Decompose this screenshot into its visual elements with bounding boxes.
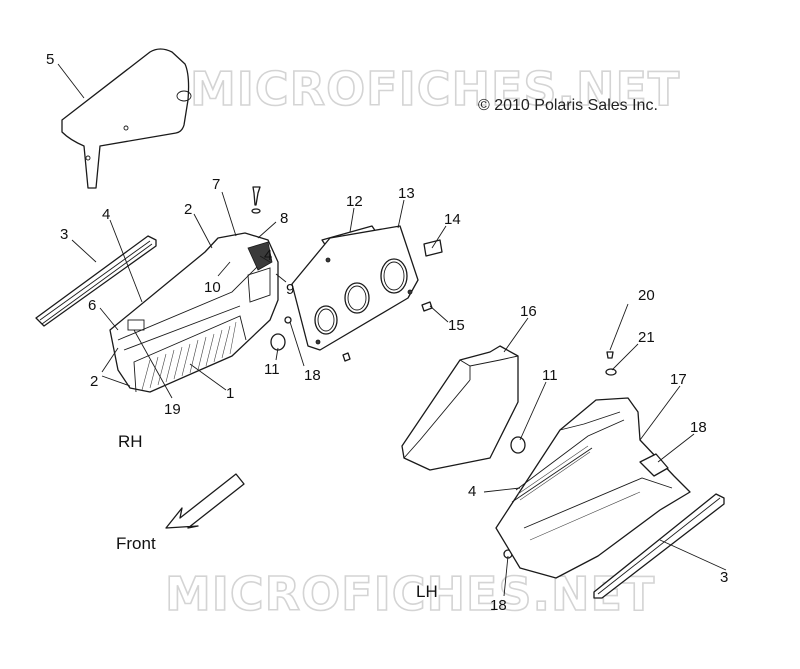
part-14-pad (423, 239, 443, 257)
callout-6: 6 (88, 297, 96, 314)
leader-lines (57, 63, 727, 597)
callout-2-b: 2 (90, 373, 98, 390)
callout-18-c: 18 (490, 597, 507, 614)
callout-11: 11 (264, 361, 280, 378)
callout-16: 16 (520, 303, 537, 320)
fasteners (251, 186, 617, 559)
part-5-panel (61, 48, 192, 189)
callout-8: 8 (280, 210, 288, 227)
copyright-text: © 2010 Polaris Sales Inc. (478, 97, 658, 114)
callout-9: 9 (286, 281, 294, 298)
watermark-bottom: MICROFICHES.NET (165, 567, 655, 621)
callout-13: 13 (398, 185, 415, 202)
front-label: Front (116, 534, 156, 553)
callout-7: 7 (212, 176, 220, 193)
callout-15: 15 (448, 317, 465, 334)
callout-4-b: 4 (264, 247, 272, 264)
callout-4: 4 (102, 206, 110, 223)
part-17-lh-panel (495, 397, 691, 579)
callout-3-b: 3 (720, 569, 728, 586)
part-3-lh-trim (593, 493, 725, 599)
front-arrow (165, 473, 245, 529)
callout-12: 12 (346, 193, 363, 210)
callout-21: 21 (638, 329, 655, 346)
watermark-top: MICROFICHES.NET (190, 62, 680, 116)
callout-18-b: 18 (690, 419, 707, 436)
callouts: 5 7 2 8 4 3 4 10 9 6 2 19 1 11 18 12 13 … (46, 51, 728, 614)
lh-label: LH (416, 582, 438, 601)
callout-17: 17 (670, 371, 687, 388)
part-16-foam-block (401, 345, 519, 471)
callout-2: 2 (184, 201, 192, 218)
callout-3: 3 (60, 226, 68, 243)
callout-10: 10 (204, 279, 221, 296)
callout-5: 5 (46, 51, 54, 68)
part-1-rh-panel (109, 232, 279, 393)
callout-1: 1 (226, 385, 234, 402)
callout-14: 14 (444, 211, 461, 228)
callout-19: 19 (164, 401, 181, 418)
rh-label: RH (118, 432, 143, 451)
part-13-bezel (291, 225, 419, 351)
callout-4-c: 4 (468, 483, 476, 500)
callout-11-b: 11 (542, 367, 558, 384)
callout-20: 20 (638, 287, 655, 304)
part-3-rh-trim (35, 235, 157, 327)
callout-18: 18 (304, 367, 321, 384)
